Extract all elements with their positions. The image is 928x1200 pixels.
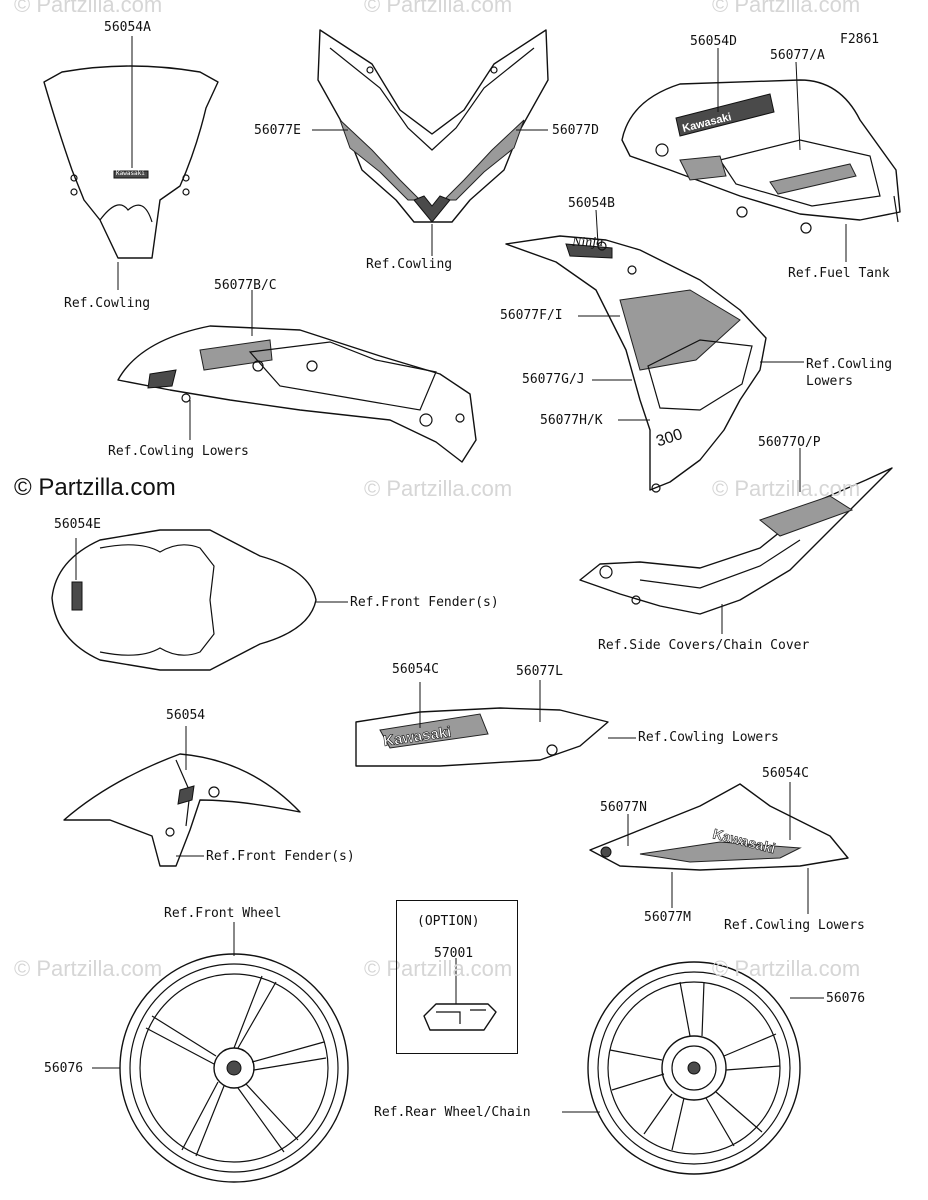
watermark: © Partzilla.com	[712, 956, 861, 981]
label-56077G-J: 56077G/J	[522, 372, 585, 387]
label-56076-front: 56076	[44, 1061, 84, 1076]
copyright-notice: © Partzilla.com	[14, 474, 176, 501]
middle-cowl-part	[117, 325, 477, 463]
label-56077-A: 56077/A	[770, 48, 825, 63]
label-56077E: 56077E	[254, 123, 301, 138]
watermark: © Partzilla.com	[14, 956, 163, 981]
label-56054E: 56054E	[54, 517, 101, 532]
label-ref-cowling-lowers-2: Ref.Cowling Lowers	[806, 356, 892, 390]
label-ref-cowling-lowers-4: Ref.Cowling Lowers	[724, 918, 865, 933]
label-56077N: 56077N	[600, 800, 647, 815]
windscreen-part	[43, 65, 219, 259]
front-wheel-part	[119, 953, 349, 1183]
label-56077O-P: 56077O/P	[758, 435, 821, 450]
label-ref-front-fender-2: Ref.Front Fender(s)	[206, 849, 355, 864]
side-fairing-part: Ninja 300	[505, 235, 767, 493]
label-ref-rear-wheel: Ref.Rear Wheel/Chain	[374, 1105, 531, 1120]
label-ref-fuel-tank: Ref.Fuel Tank	[788, 266, 890, 281]
label-ref-cowling-lowers: Ref.Cowling Lowers	[108, 444, 249, 459]
fuel-tank-part	[621, 79, 901, 234]
ninja-decal-text: Ninja	[571, 235, 603, 250]
watermark: © Partzilla.com	[712, 476, 861, 501]
label-ref-cowling-lowers-3: Ref.Cowling Lowers	[638, 730, 779, 745]
watermark: © Partzilla.com	[712, 0, 861, 17]
label-56077M: 56077M	[644, 910, 691, 925]
leader-lines	[75, 36, 847, 1113]
label-56054D: 56054D	[690, 34, 737, 49]
label-56054A: 56054A	[104, 20, 151, 35]
lower-cowl-right-part: Kawasaki	[589, 783, 849, 871]
ref-cowling-lowers-text: Ref.Cowling Lowers	[806, 357, 893, 389]
option-box	[396, 900, 518, 1054]
side-cover-part	[579, 467, 893, 615]
watermark: © Partzilla.com	[364, 476, 513, 501]
label-56054: 56054	[166, 708, 206, 723]
label-ref-front-fender: Ref.Front Fender(s)	[350, 595, 499, 610]
label-ref-cowling: Ref.Cowling	[64, 296, 151, 311]
label-ref-side-covers: Ref.Side Covers/Chain Cover	[598, 638, 810, 653]
label-56077H-K: 56077H/K	[540, 413, 603, 428]
upper-cowl-part	[317, 29, 549, 223]
rear-wheel-part	[587, 961, 801, 1175]
label-56077F-I: 56077F/I	[500, 308, 563, 323]
label-56077L: 56077L	[516, 664, 563, 679]
label-56077D: 56077D	[552, 123, 599, 138]
watermark: © Partzilla.com	[14, 0, 163, 17]
label-56054C-2: 56054C	[762, 766, 809, 781]
front-fender-side-part	[63, 753, 301, 867]
label-56054C: 56054C	[392, 662, 439, 677]
option-part-number: 57001	[434, 946, 474, 961]
watermark: © Partzilla.com	[364, 0, 513, 17]
windscreen-badge-text: Kawasaki	[116, 170, 145, 177]
watermark: © Partzilla.com	[364, 956, 513, 981]
option-title: (OPTION)	[417, 914, 480, 929]
lower-cowl-center-part: Kawasaki	[355, 707, 609, 767]
label-ref-cowling-2: Ref.Cowling	[366, 257, 453, 272]
figure-id: F2861	[840, 32, 880, 47]
front-fender-top-part	[51, 529, 317, 671]
label-56077B-C: 56077B/C	[214, 278, 277, 293]
option-sticker-part	[423, 1003, 497, 1031]
label-ref-front-wheel: Ref.Front Wheel	[164, 906, 282, 921]
label-56076-rear: 56076	[826, 991, 866, 1006]
label-56054B: 56054B	[568, 196, 615, 211]
